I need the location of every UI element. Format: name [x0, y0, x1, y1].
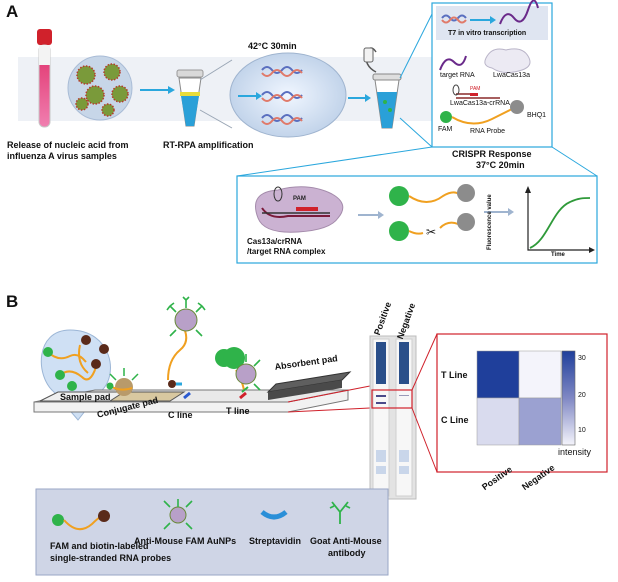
colorbar-tick-10: 10	[578, 427, 586, 434]
amplification-bubble-icon	[229, 52, 347, 138]
legend-probe-line1: FAM and biotin-labeled	[50, 541, 149, 551]
legend-goat-line1: Goat Anti-Mouse	[310, 536, 382, 546]
crrna-icon	[452, 84, 500, 99]
legend-aunp-icon	[163, 499, 193, 530]
aunp-cluster-t-icon	[215, 347, 261, 393]
c-line-label: C line	[168, 410, 193, 420]
legend-box	[35, 488, 389, 576]
cas13a-complex-icon	[255, 186, 344, 233]
scissors-icon: ✂	[426, 225, 436, 239]
colorbar	[561, 350, 576, 446]
pam-label: PAM	[293, 196, 306, 202]
sample-pad-label: Sample pad	[60, 392, 111, 402]
step1-caption-line1: Release of nucleic acid from	[7, 140, 129, 150]
heatmap-row-label-0: T Line	[441, 370, 468, 380]
rpa-tube-icon	[176, 69, 204, 127]
step1-caption-line2: influenza A virus samples	[7, 151, 117, 161]
legend-streptavidin-label: Streptavidin	[249, 536, 302, 546]
cleaved-probe-icon: ✂	[389, 213, 475, 241]
aunp-cluster-c-icon	[166, 296, 206, 388]
zoom-line-2-icon	[399, 13, 433, 148]
rna-probe-label: RNA Probe	[470, 128, 506, 135]
strip-photo	[369, 335, 417, 500]
zoom-line-b-icon	[287, 385, 371, 413]
conjugate-complex-icon	[106, 368, 139, 396]
legend-aunp-label: Anti-Mouse FAM AuNPs	[134, 536, 237, 546]
complex-line1: Cas13a/crRNA	[247, 237, 303, 246]
bhq1-label: BHQ1	[527, 112, 547, 119]
rna-probe-icon	[440, 100, 524, 125]
step2-caption: RT-RPA amplification	[163, 140, 254, 150]
legend-probe-line2: single-stranded RNA probes	[50, 553, 172, 563]
panel-b-label: B	[6, 292, 19, 311]
fam-label: FAM	[438, 126, 453, 133]
heatmap-row-label-1: C Line	[441, 415, 469, 425]
sample-tube-icon	[37, 29, 52, 128]
legend-probe-icon	[52, 510, 110, 531]
legend-antibody-icon	[329, 501, 351, 524]
zoom-line-3-icon	[236, 146, 598, 177]
zoom-line-heatmap-icon	[411, 333, 438, 473]
crispr-line1: CRISPR Response	[452, 149, 532, 159]
virus-sample-icon	[67, 55, 133, 121]
lwacas13a-icon	[484, 48, 531, 74]
pam-small-label: PAM	[470, 86, 481, 92]
t7-label: T7 in vitro transcription	[448, 30, 527, 37]
heatmap-cell-c-line-negative	[518, 397, 562, 446]
lwacas13a-label: LwaCas13a	[493, 72, 530, 79]
heatmap-zoom-box	[436, 333, 608, 473]
lateral-flow-strip	[33, 371, 352, 413]
t7-transcription-icon	[441, 0, 539, 25]
t-line-label: T line	[226, 406, 250, 416]
crispr-tube-icon	[363, 47, 402, 129]
fluorescence-curve-chart	[525, 186, 595, 253]
crispr-line2: 37°C 20min	[476, 160, 525, 170]
panel-a-label: A	[6, 2, 19, 21]
colorbar-tick-30: 30	[578, 355, 586, 362]
heatmap-cell-c-line-positive	[476, 397, 520, 446]
crrna-label: LwaCas13a-crRNA	[450, 100, 510, 107]
complex-line2: /target RNA complex	[247, 247, 326, 256]
heatmap-cell-t-line-negative	[518, 350, 562, 399]
target-rna-label: target RNA	[440, 72, 475, 79]
strip-highlight	[371, 389, 413, 409]
fluorescence-ylabel: Fluorescence value	[487, 194, 493, 250]
legend-goat-line2: antibody	[328, 548, 366, 558]
heatmap-cell-t-line-positive	[476, 350, 520, 399]
legend-streptavidin-icon	[260, 509, 288, 520]
colorbar-tick-20: 20	[578, 392, 586, 399]
intact-probe-icon	[389, 184, 475, 206]
heatmap-chart	[476, 350, 562, 446]
step2-condition: 42°C 30min	[248, 41, 297, 51]
colorbar-label: intensity	[558, 447, 592, 457]
fluorescence-xlabel: Time	[551, 252, 565, 258]
zoom-line-icon	[199, 59, 233, 129]
target-rna-icon	[439, 55, 467, 71]
